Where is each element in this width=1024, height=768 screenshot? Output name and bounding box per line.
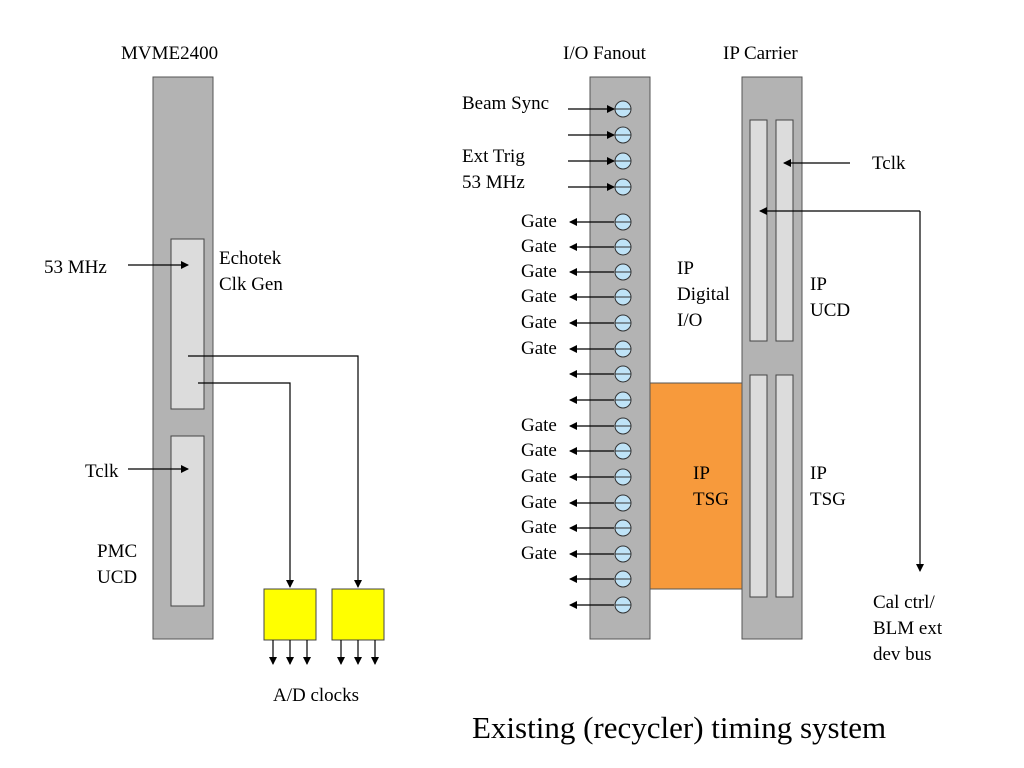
fanout-connectors — [614, 100, 632, 614]
gate-label: Gate — [521, 466, 557, 487]
diagram-title: Existing (recycler) timing system — [472, 710, 887, 745]
ip-tsg-module-right — [775, 374, 794, 598]
ip-ucd-label: IP UCD — [810, 274, 851, 321]
clock-line-left — [198, 382, 294, 588]
gate-label: Gate — [521, 440, 557, 461]
ip-digital-io-label: IP Digital I/O — [677, 258, 730, 331]
ip-ucd-module-right — [775, 119, 794, 342]
ip-ucd-module-left — [749, 119, 768, 342]
ad-clocks-label: A/D clocks — [273, 685, 360, 706]
ip-tsg-module-left — [749, 374, 768, 598]
echotek-clk-gen-label: Echotek Clk Gen — [219, 248, 283, 295]
io-fanout-board — [589, 76, 651, 640]
gate-label: Gate — [521, 236, 557, 257]
ext-trig-53mhz-label: Ext Trig 53 MHz — [462, 146, 525, 193]
ip-tsg-orange-label: IP TSG — [693, 463, 729, 510]
gate-label: Gate — [521, 286, 557, 307]
gate-label: Gate — [521, 517, 557, 538]
fanout-arrows — [568, 105, 615, 609]
ad-clock-output-arrows — [269, 640, 379, 665]
gate-label: Gate — [521, 312, 557, 333]
ad-clock-box-1 — [263, 588, 317, 641]
pmc-ucd-label: PMC UCD — [97, 541, 138, 588]
ip-carrier-header: IP Carrier — [723, 43, 798, 64]
gate-label: Gate — [521, 415, 557, 436]
gate-label: Gate — [521, 261, 557, 282]
gate-label: Gate — [521, 211, 557, 232]
ip-tsg-label: IP TSG — [810, 463, 846, 510]
io-fanout-header: I/O Fanout — [563, 43, 646, 64]
mvme2400-header: MVME2400 — [121, 43, 219, 64]
input-53mhz-label: 53 MHz — [44, 257, 107, 278]
gate-label: Gate — [521, 492, 557, 513]
pmc-ucd-module — [170, 435, 205, 607]
clock-line-right — [188, 355, 362, 588]
cal-ctrl-bus-label: Cal ctrl/ BLM ext dev bus — [873, 592, 943, 665]
input-tclk-label: Tclk — [85, 461, 119, 482]
ad-clock-box-2 — [331, 588, 385, 641]
gate-label: Gate — [521, 543, 557, 564]
gate-label: Gate — [521, 338, 557, 359]
beam-sync-label: Beam Sync — [462, 93, 550, 114]
carrier-tclk-label: Tclk — [872, 153, 906, 174]
